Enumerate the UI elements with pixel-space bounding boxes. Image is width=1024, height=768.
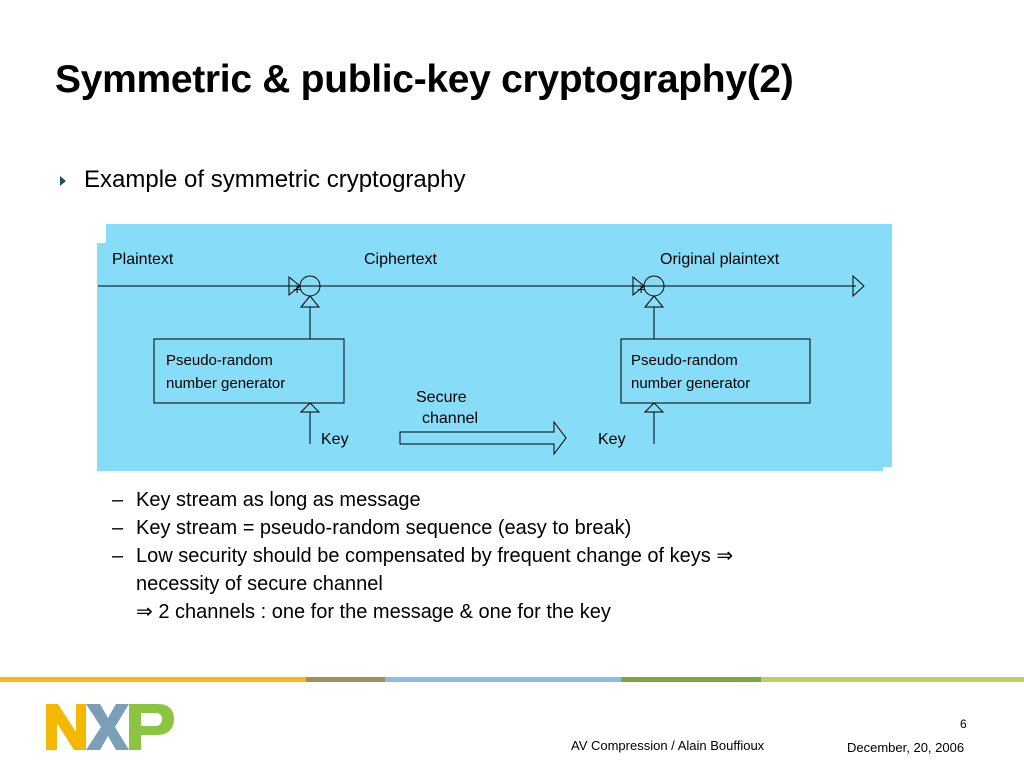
color-bar-segment <box>306 677 385 682</box>
page-number: 6 <box>960 717 967 731</box>
footer-color-bar <box>0 677 1024 682</box>
plus-sign-1: + <box>293 281 301 297</box>
sub-bullet-3-continuation: necessity of secure channel <box>136 573 383 595</box>
sub-bullet-1-text: Key stream as long as message <box>136 489 421 511</box>
color-bar-segment <box>761 677 1024 682</box>
prng-box-1 <box>153 338 345 404</box>
label-original-plaintext: Original plaintext <box>660 251 780 268</box>
color-bar-segment <box>385 677 621 682</box>
dash-3: – <box>112 545 124 567</box>
prng-label-1b: number generator <box>166 375 285 392</box>
slide-title: Symmetric & public-key cryptography(2) <box>55 58 794 101</box>
dash-2: – <box>112 517 124 539</box>
sub-bullet-3-conclusion: ⇒ 2 channels : one for the message & one… <box>136 601 611 623</box>
prng-label-2a: Pseudo-random <box>631 352 738 369</box>
sub-bullet-2-text: Key stream = pseudo-random sequence (eas… <box>136 517 632 539</box>
prng-box-2 <box>620 338 811 404</box>
label-key-2: Key <box>598 431 626 448</box>
secure-channel-arrow <box>399 420 567 456</box>
footer-author: AV Compression / Alain Bouffioux <box>571 738 765 753</box>
label-key-1: Key <box>321 431 349 448</box>
sub-bullet-3-text: Low security should be compensated by fr… <box>136 545 734 567</box>
plus-sign-2: + <box>637 281 645 297</box>
diagram-panel-front <box>106 224 892 467</box>
bullet-arrow-icon <box>60 176 66 186</box>
xor-input-arrow-2 <box>632 275 645 297</box>
signal-end-arrow <box>852 274 865 298</box>
main-bullet-text: Example of symmetric cryptography <box>84 166 466 193</box>
label-plaintext: Plaintext <box>112 251 174 268</box>
prng-label-1a: Pseudo-random <box>166 352 273 369</box>
color-bar-segment <box>0 677 306 682</box>
dash-1: – <box>112 489 124 511</box>
label-secure: Secure <box>416 389 467 406</box>
label-ciphertext: Ciphertext <box>364 251 437 268</box>
label-channel: channel <box>422 410 478 427</box>
prng-label-2b: number generator <box>631 375 750 392</box>
color-bar-segment <box>621 677 761 682</box>
symmetric-crypto-diagram: Plaintext Ciphertext Original plaintext … <box>96 224 892 473</box>
xor-input-arrow-1 <box>288 275 301 297</box>
footer-date: December, 20, 2006 <box>847 740 965 755</box>
nxp-logo <box>46 704 174 750</box>
